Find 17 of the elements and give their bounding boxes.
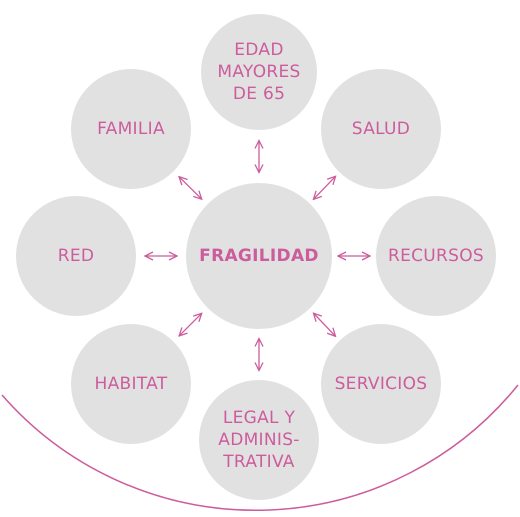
double-arrow (144, 251, 178, 261)
circle-label: SERVICIOS (334, 372, 428, 396)
circle-label: EDAD MAYORES DE 65 (216, 38, 302, 106)
circle-label: RECURSOS (388, 244, 484, 268)
circle-label: FRAGILIDAD (199, 244, 319, 268)
circle-label: FAMILIA (97, 118, 165, 140)
double-arrow (254, 140, 264, 174)
double-arrow (312, 312, 336, 337)
circle-label: RED (58, 244, 94, 268)
circle-label: SALUD (352, 118, 410, 140)
double-arrow (178, 176, 202, 200)
circle-label: HABITAT (94, 372, 168, 396)
double-arrow (178, 312, 202, 337)
double-arrow (337, 251, 371, 261)
double-arrow (254, 338, 264, 372)
circle-label: LEGAL Y ADMINIS- TRATIVA (217, 406, 301, 474)
double-arrow (312, 176, 336, 200)
